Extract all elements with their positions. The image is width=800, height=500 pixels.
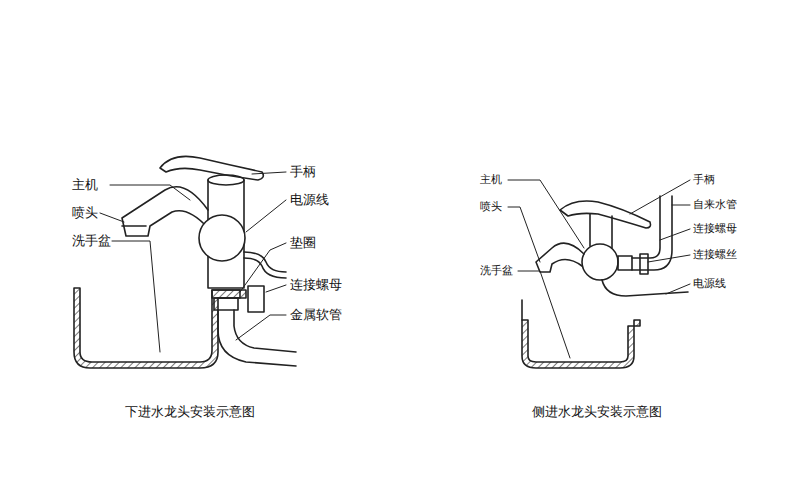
figure-caption: 侧进水龙头安装示意图 bbox=[532, 405, 662, 419]
part-label: 主机 bbox=[72, 178, 98, 192]
part-label: 手柄 bbox=[290, 165, 316, 179]
part-label: 金属软管 bbox=[290, 308, 342, 322]
part-label: 电源线 bbox=[693, 278, 726, 290]
part-label: 主机 bbox=[480, 174, 502, 186]
part-label: 喷头 bbox=[480, 201, 502, 213]
part-label: 自来水管 bbox=[693, 199, 737, 211]
figure-caption: 下进水龙头安装示意图 bbox=[125, 405, 255, 419]
part-label: 手柄 bbox=[693, 174, 715, 186]
part-label: 连接螺母 bbox=[290, 278, 342, 292]
part-label: 连接螺母 bbox=[693, 223, 737, 235]
part-label: 电源线 bbox=[290, 193, 329, 207]
part-label: 洗手盆 bbox=[72, 234, 111, 248]
part-label: 垫圈 bbox=[290, 236, 316, 250]
part-label: 洗手盆 bbox=[480, 265, 513, 277]
part-label: 喷头 bbox=[72, 206, 98, 220]
part-label: 连接螺丝 bbox=[693, 249, 737, 261]
